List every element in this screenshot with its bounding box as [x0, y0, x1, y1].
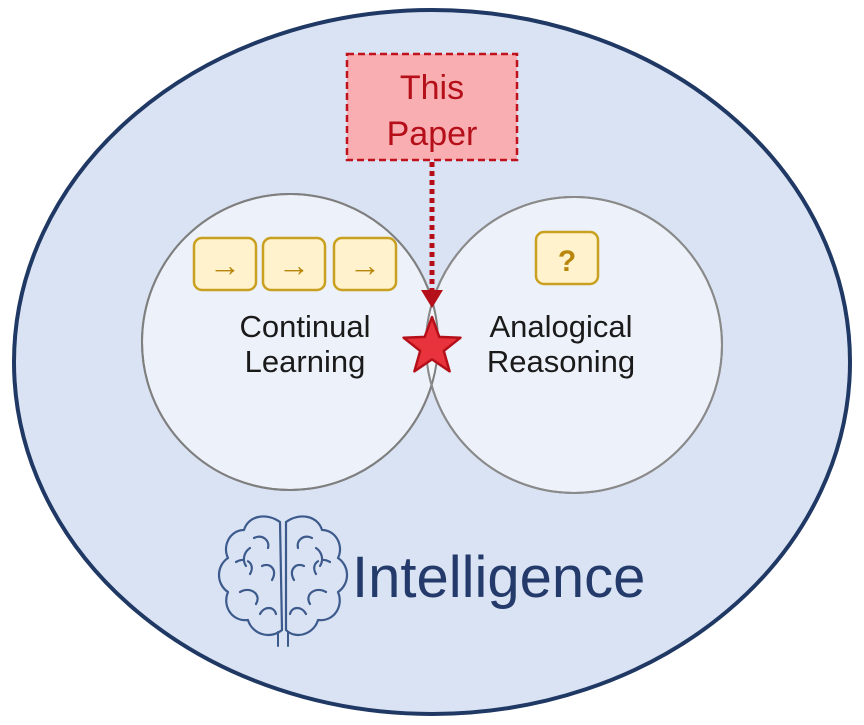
- brain-icon: [217, 515, 349, 647]
- step-box: →: [261, 236, 327, 292]
- star-icon: [402, 315, 462, 373]
- right-arrow-icon: →: [349, 247, 381, 283]
- arrow-head-icon: [421, 290, 443, 308]
- question-badge: ?: [534, 230, 600, 286]
- question-mark-icon: ?: [558, 245, 576, 278]
- analogical-reasoning-label: Analogical: [489, 309, 632, 344]
- intelligence-label: Intelligence: [352, 545, 645, 610]
- step-box: →: [192, 236, 258, 292]
- this-paper-box: [345, 52, 519, 162]
- this-paper-label: Paper: [387, 115, 478, 153]
- continual-learning-label: Learning: [245, 344, 366, 379]
- step-box: →: [332, 236, 398, 292]
- this-paper-label: This: [400, 69, 464, 107]
- right-arrow-icon: →: [209, 247, 241, 283]
- analogical-reasoning-label: Reasoning: [487, 344, 635, 379]
- right-arrow-icon: →: [278, 247, 310, 283]
- continual-learning-label: Continual: [240, 309, 371, 344]
